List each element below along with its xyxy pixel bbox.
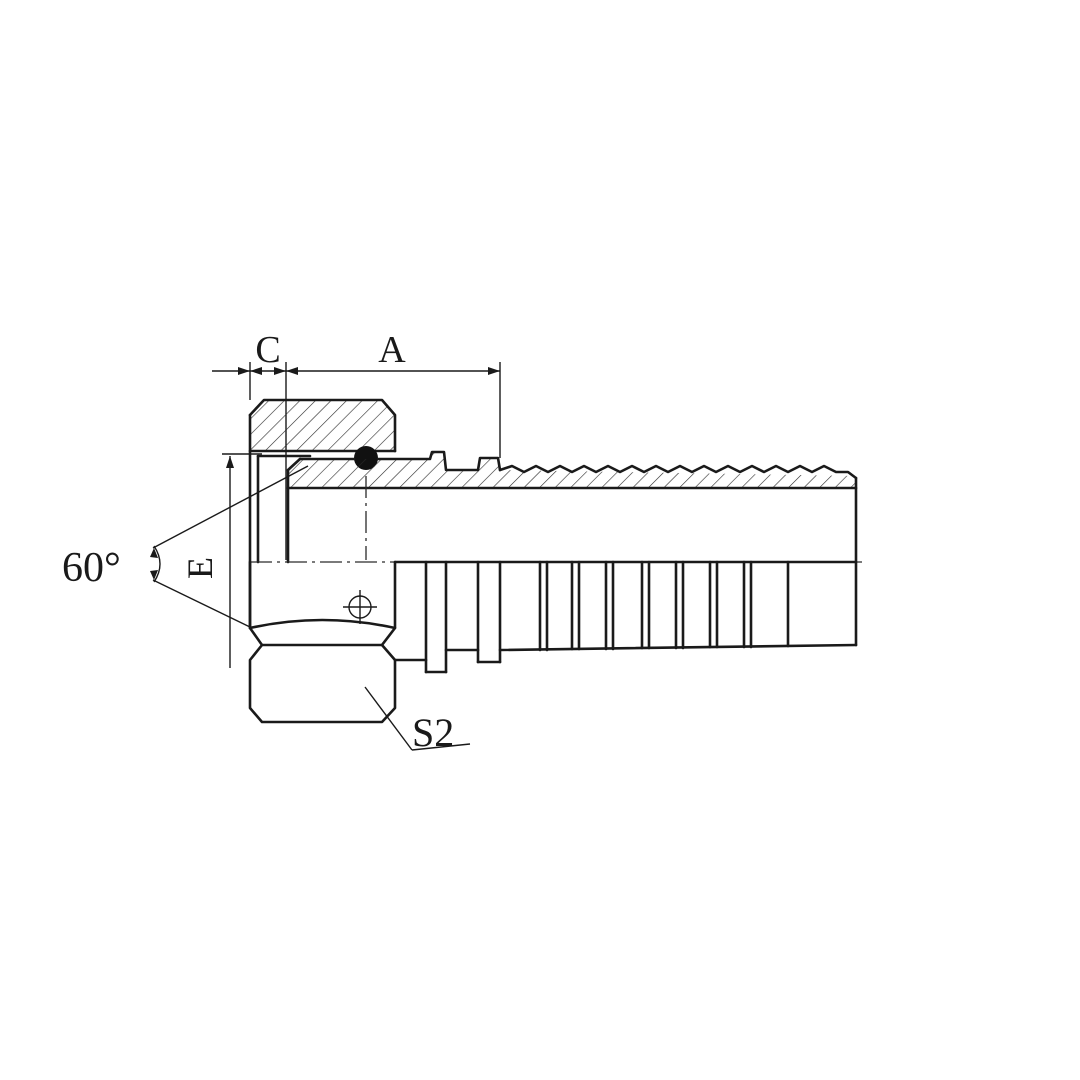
s2-leader xyxy=(364,686,471,751)
angle-lines xyxy=(150,465,309,629)
angle-label: 60° xyxy=(62,545,121,591)
nut-section xyxy=(248,398,397,630)
dimension-c-a xyxy=(212,362,501,560)
nipple-lower-view xyxy=(393,560,858,674)
dimension-a-label: A xyxy=(378,329,406,371)
dimension-e-label: E xyxy=(180,557,220,579)
dimension-e xyxy=(222,453,262,668)
s2-label: S2 xyxy=(412,710,454,755)
dimension-c-label: C xyxy=(255,329,280,371)
nut-lower-view xyxy=(248,560,397,724)
